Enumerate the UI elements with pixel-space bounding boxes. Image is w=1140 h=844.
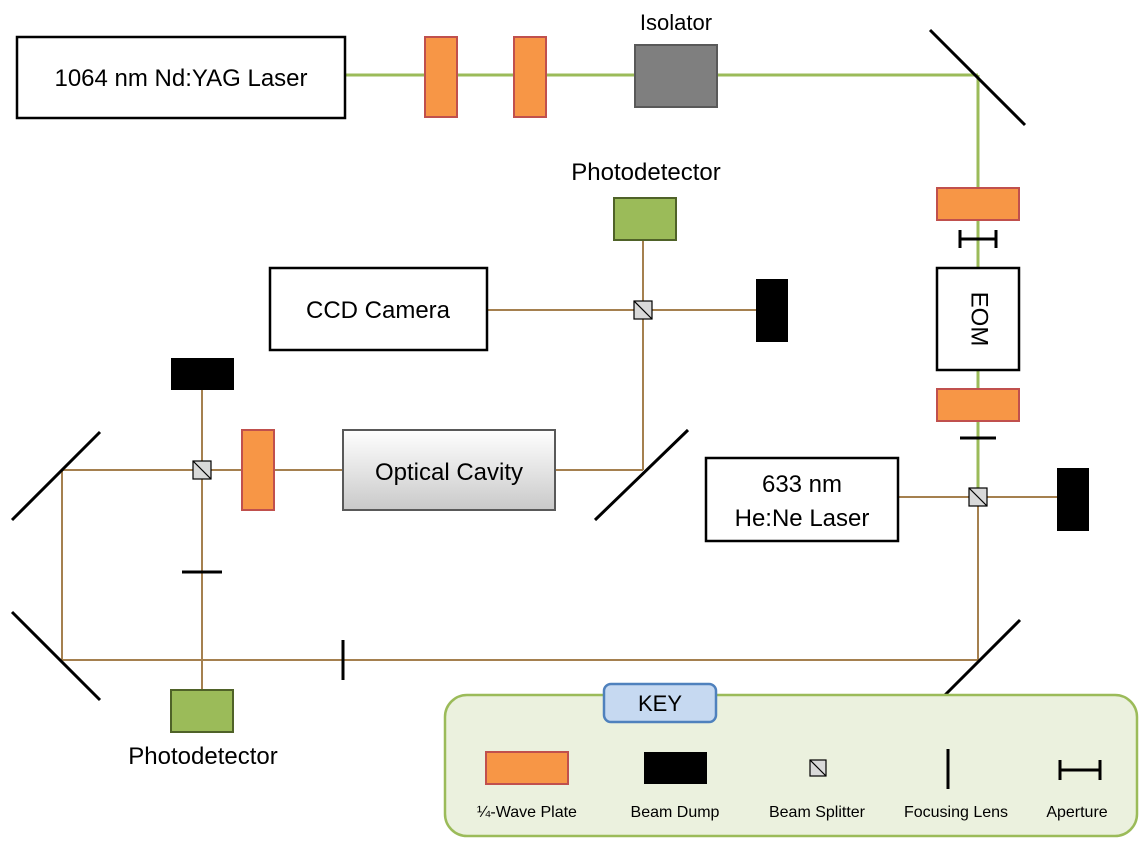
wave-plate-right-1 (936, 187, 1020, 221)
key-label-beam-splitter: Beam Splitter (769, 804, 866, 821)
isolator-label: Isolator (640, 10, 712, 35)
photodetector-top-label: Photodetector (571, 159, 720, 186)
key-legend: KEY ¼-Wave Plate Beam Dump Beam Splitter… (443, 682, 1139, 838)
key-title-box (602, 682, 718, 724)
ccd-camera-box (268, 266, 489, 352)
optical-cavity-label: Optical Cavity (375, 459, 523, 486)
beam-dump-icon (644, 752, 707, 784)
key-label-wave-plate: ¼-Wave Plate (477, 804, 577, 821)
isolator-box (634, 44, 718, 108)
mirror-top-right (928, 28, 1027, 127)
beam-dump-right (1057, 468, 1089, 531)
key-label-beam-dump: Beam Dump (631, 804, 720, 821)
ccd-camera-label: CCD Camera (306, 297, 451, 324)
eom-label: EOM (966, 292, 993, 347)
photodetector-bottom-label: Photodetector (128, 743, 277, 770)
photodetector-top (613, 197, 677, 241)
mirror-bottom-left (10, 610, 102, 702)
quarter-wave-plate-icon (485, 751, 569, 785)
beam-splitter-right (968, 487, 988, 507)
eom-box (935, 266, 1021, 372)
photodetector-bottom (170, 689, 234, 733)
beam-dump-ccd (756, 279, 788, 342)
aperture-right (958, 230, 998, 248)
key-label-focusing-lens: Focusing Lens (904, 804, 1008, 821)
beam-splitter-left (192, 460, 212, 480)
wave-plate-top-2 (513, 36, 547, 118)
beam-splitter-icon (809, 759, 827, 777)
key-title: KEY (638, 691, 682, 716)
key-panel (443, 693, 1139, 838)
mirror-cavity-right (593, 428, 690, 522)
wave-plate-top-1 (424, 36, 458, 118)
key-label-aperture: Aperture (1046, 804, 1107, 821)
hene-laser-label-line2: He:Ne Laser (735, 505, 870, 532)
mirror-bottom-right (938, 618, 1022, 702)
optical-cavity-box (342, 429, 556, 511)
beam-dump-left (171, 358, 234, 390)
hene-laser-label-line1: 633 nm (762, 471, 842, 498)
hene-laser-box (704, 456, 900, 543)
mirrors (10, 28, 1027, 702)
beam-splitter-ccd (633, 300, 653, 320)
aperture-icon (1058, 760, 1102, 780)
yag-laser-box (15, 35, 347, 120)
mirror-top-left (10, 430, 102, 522)
yag-laser-label: 1064 nm Nd:YAG Laser (54, 65, 307, 92)
wave-plate-right-2 (936, 388, 1020, 422)
wave-plate-cavity (241, 429, 275, 511)
